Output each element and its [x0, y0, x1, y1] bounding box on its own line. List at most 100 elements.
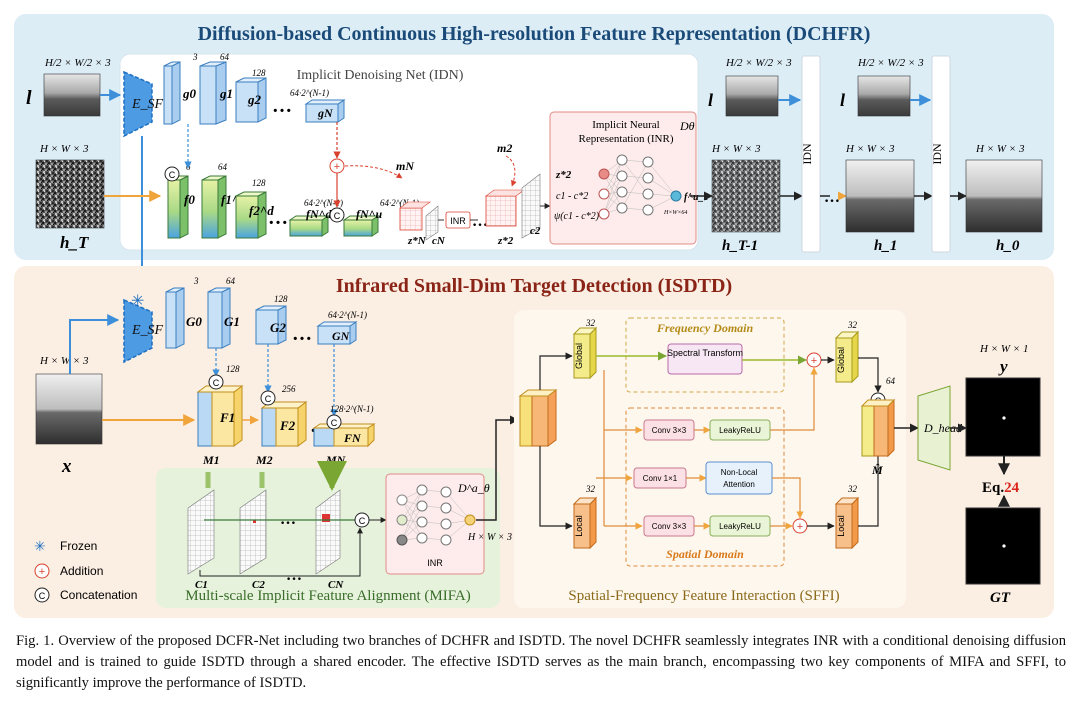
svg-text:INR: INR: [427, 558, 443, 568]
svg-text:C: C: [213, 378, 220, 388]
G-blocks: G0 G1 G2 … GN 3 64 128 64·2^(N-1): [165, 276, 367, 349]
svg-text:Non-Local: Non-Local: [721, 468, 758, 477]
svg-text:mN: mN: [396, 159, 415, 173]
c2-grid: [521, 173, 541, 239]
svg-text:Conv 3×3: Conv 3×3: [652, 522, 687, 531]
svg-text:ψ(c1 - c*2): ψ(c1 - c*2): [554, 211, 600, 222]
svg-text:C: C: [359, 516, 366, 526]
svg-text:m2: m2: [497, 141, 512, 155]
F2-block: F2: [260, 401, 308, 447]
svg-text:G0: G0: [186, 314, 202, 329]
spatial-domain-box: [625, 407, 785, 567]
svg-text:Global: Global: [836, 347, 846, 373]
dchfr-title: Diffusion-based Continuous High-resoluti…: [198, 23, 871, 45]
idn-box-1: [801, 55, 821, 253]
svg-text:h_0: h_0: [996, 238, 1020, 254]
concat-legend-icon: [34, 587, 50, 603]
svg-text:Frequency Domain: Frequency Domain: [656, 321, 754, 335]
out-h0: H × W × 3 h_0: [965, 143, 1043, 254]
svg-text:LeakyReLU: LeakyReLU: [719, 522, 761, 531]
svg-text:256: 256: [282, 384, 296, 394]
svg-text:Spectral Transform: Spectral Transform: [667, 348, 743, 358]
svg-text:…: …: [472, 213, 488, 230]
FN-block: FN: [312, 423, 376, 448]
svg-text:H × W × 3: H × W × 3: [711, 143, 761, 155]
concat-mifa: C: [354, 512, 370, 528]
svg-text:…: …: [286, 567, 302, 584]
svg-text:Conv 1×1: Conv 1×1: [643, 474, 678, 483]
svg-text:h_T-1: h_T-1: [722, 238, 758, 254]
svg-text:128: 128: [226, 364, 240, 374]
svg-text:M̂: M̂: [871, 463, 883, 477]
svg-text:+: +: [334, 161, 340, 173]
svg-text:64·2^(N-1): 64·2^(N-1): [328, 310, 367, 320]
svg-text:c2: c2: [530, 225, 541, 237]
svg-text:c1 - c*2: c1 - c*2: [556, 191, 588, 202]
concat-top-2: C: [329, 207, 345, 223]
svg-text:+: +: [797, 521, 803, 533]
svg-text:+: +: [811, 355, 817, 367]
svg-text:C1: C1: [195, 579, 208, 591]
svg-text:C: C: [334, 211, 341, 221]
addition-idn: +: [329, 158, 345, 174]
CN-grid: [315, 489, 341, 575]
svg-text:CN: CN: [328, 579, 344, 591]
svg-text:GT: GT: [990, 590, 1011, 606]
idn-title: Implicit Denoising Net (IDN): [297, 68, 464, 83]
inr-network: [603, 159, 677, 215]
local-block: [572, 496, 598, 550]
legend: ✳ Frozen + Addition C Concatenation: [34, 538, 137, 603]
svg-text:l: l: [840, 90, 845, 110]
svg-text:32: 32: [847, 484, 858, 494]
noise-dim-label: H × W × 3: [39, 143, 89, 155]
svg-text:Global: Global: [574, 343, 584, 369]
svg-text:64·2^(N-1): 64·2^(N-1): [290, 88, 329, 98]
cond-image-l: H/2 × W/2 × 3 l: [26, 57, 111, 117]
spectral-transform-box: [667, 343, 743, 375]
concat-top-1: C: [164, 166, 180, 182]
svg-text:128: 128: [252, 68, 266, 78]
svg-text:E_SF: E_SF: [131, 323, 164, 338]
svg-text:F2: F2: [279, 418, 296, 433]
svg-text:g2: g2: [247, 92, 262, 107]
svg-text:H × W × 3: H × W × 3: [467, 532, 512, 543]
concat-F2: C: [260, 390, 276, 406]
mifa-inr-box: [385, 473, 485, 575]
G0-block: G0: [165, 287, 202, 349]
addition-legend-icon: [34, 563, 50, 579]
svg-text:3: 3: [192, 52, 198, 62]
svg-text:x: x: [61, 456, 72, 477]
addition-global: +: [806, 352, 822, 368]
svg-text:D^a_θ: D^a_θ: [457, 481, 490, 495]
G1-block: G1: [207, 287, 240, 349]
GN-block: GN: [316, 321, 358, 345]
svg-text:z*N: z*N: [407, 235, 427, 247]
figure-caption: Fig. 1. Overview of the proposed DCFR-Ne…: [16, 633, 1066, 691]
idn-box-2: [931, 55, 951, 253]
svg-text:H × W × 3: H × W × 3: [975, 143, 1025, 155]
M-hat-block: [860, 398, 896, 458]
cond-image-label: l: [26, 87, 32, 109]
encoder-bottom: [123, 298, 153, 364]
out-hT-1: H/2 × W/2 × 3 l H × W × 3 h_T-1: [708, 57, 792, 254]
noise-image-label: h_T: [60, 233, 89, 252]
f1-block: f1^d: [201, 175, 246, 239]
svg-text:z*2: z*2: [497, 235, 514, 247]
sffi-panel: [514, 310, 906, 608]
f-blocks: f0 f1^d f2^d … fN^d fN^u 6 64 128 64·2^(…: [167, 162, 419, 239]
C2-grid: [239, 489, 267, 575]
svg-text:Representation (INR): Representation (INR): [579, 133, 674, 145]
svg-text:C: C: [331, 418, 338, 428]
svg-text:H/2 × W/2 × 3: H/2 × W/2 × 3: [725, 57, 792, 69]
concat-FN: C: [326, 414, 342, 430]
svg-text:fN^d: fN^d: [306, 207, 333, 221]
eq-label: Eq.24: [982, 480, 1020, 496]
mifa-title: Multi-scale Implicit Feature Alignment (…: [185, 588, 471, 604]
cN-grid: [425, 205, 439, 241]
svg-text:…: …: [272, 95, 292, 117]
svg-text:IDN: IDN: [930, 143, 944, 165]
svg-text:64·2^(N-1): 64·2^(N-1): [304, 198, 343, 208]
svg-text:M2: M2: [255, 453, 273, 467]
svg-text:f2^d: f2^d: [249, 203, 274, 218]
